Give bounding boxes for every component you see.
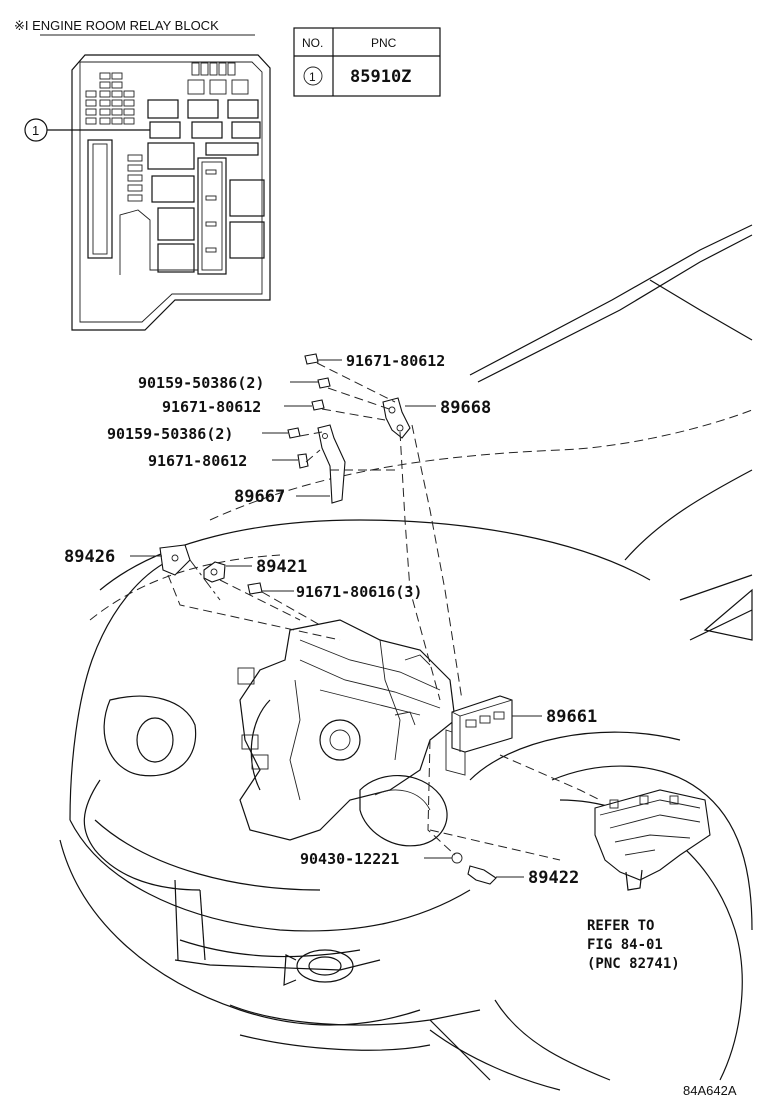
bracket-89668 — [382, 397, 411, 439]
center-column — [197, 157, 227, 275]
sensor-89422 — [451, 852, 497, 885]
bolts — [247, 353, 331, 595]
lower-outline — [119, 209, 198, 275]
bracket-89667 — [317, 424, 346, 504]
table-row-no: 1 — [309, 70, 316, 84]
vehicle-outline — [59, 224, 753, 1091]
refer-note: REFER TO FIG 84-01 (PNC 82741) — [587, 918, 680, 972]
washer-90430 — [451, 852, 463, 864]
part-labels: 91671-80612 90159-50386(2) 91671-80612 8… — [64, 352, 597, 888]
relay-block-inset: ※I ENGINE ROOM RELAY BLOCK — [14, 18, 271, 331]
ecu-89661 — [445, 695, 513, 776]
relay-block-title: ※I ENGINE ROOM RELAY BLOCK — [14, 18, 219, 33]
assembly-lines — [167, 362, 601, 861]
label-89422: 89422 — [528, 868, 579, 888]
fuse-grid — [85, 72, 135, 125]
label-91671-80612-b: 91671-80612 — [162, 398, 261, 416]
label-89426: 89426 — [64, 547, 115, 567]
label-91671-80616: 91671-80616(3) — [296, 583, 422, 601]
label-89667: 89667 — [234, 487, 285, 507]
table-header-no: NO. — [302, 36, 323, 50]
relay-block-inner-rim — [79, 61, 263, 323]
bracket-89426 — [159, 544, 191, 576]
label-89668: 89668 — [440, 398, 491, 418]
label-89661: 89661 — [546, 707, 597, 727]
mid-fuse-column — [127, 154, 143, 202]
relay-block-housing — [71, 54, 271, 331]
label-90430-12221: 90430-12221 — [300, 850, 399, 868]
label-90159-50386-a: 90159-50386(2) — [138, 374, 264, 392]
battery-tray — [594, 789, 711, 891]
label-89421: 89421 — [256, 557, 307, 577]
refer-line-1: REFER TO — [587, 918, 654, 934]
label-90159-50386-b: 90159-50386(2) — [107, 425, 233, 443]
relay-85910z — [149, 121, 181, 139]
sensor-89421 — [203, 561, 226, 583]
label-91671-80612-a: 91671-80612 — [346, 352, 445, 370]
top-fuse-strip — [187, 62, 249, 95]
leader-lines — [130, 359, 542, 878]
refer-line-2: FIG 84-01 — [587, 937, 663, 953]
callout-number: 1 — [32, 123, 39, 138]
engine-assembly — [237, 619, 456, 847]
table-header-pnc: PNC — [371, 36, 397, 50]
refer-line-3: (PNC 82741) — [587, 956, 680, 972]
table-row-pnc: 85910Z — [350, 67, 411, 87]
figure-code: 84A642A — [683, 1083, 737, 1098]
label-91671-80612-c: 91671-80612 — [148, 452, 247, 470]
pnc-table: NO. PNC 1 85910Z — [293, 27, 441, 97]
left-connector — [87, 139, 113, 259]
relay-boxes — [147, 99, 265, 273]
